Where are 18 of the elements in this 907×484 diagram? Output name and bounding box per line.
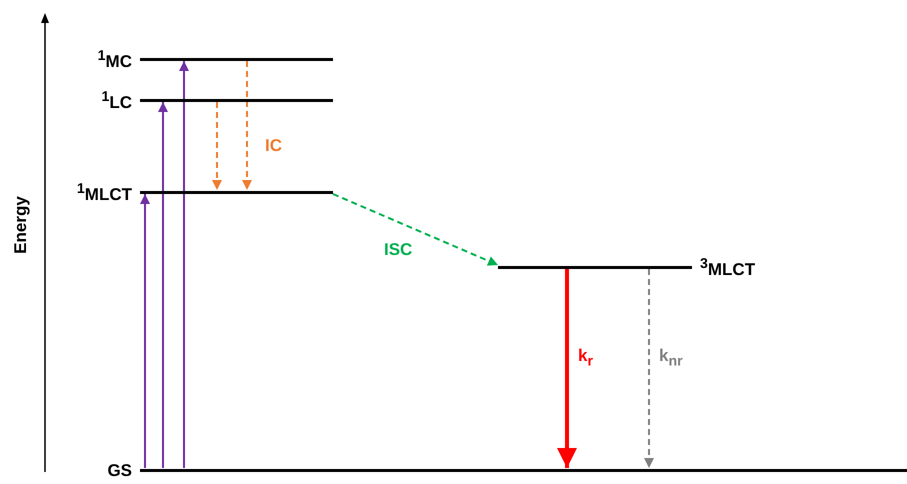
state-label: $^{1}$MLCT [76, 180, 132, 204]
state-label: $^{1}$LC [101, 88, 132, 112]
state-label: $^{3}$MLCT [700, 256, 756, 280]
arrow [140, 194, 150, 468]
arrow [242, 61, 252, 190]
edge-label: ISC [384, 240, 412, 260]
arrow [557, 269, 577, 468]
edge-label: IC [265, 136, 282, 156]
state-label: GS [107, 460, 132, 480]
arrow [644, 269, 654, 468]
state-label: $^{1}$MC [98, 48, 132, 72]
edge-label: k$_{nr}$ [659, 346, 683, 370]
arrow [179, 61, 189, 468]
arrow [332, 193, 498, 266]
axis-label: Energy [10, 196, 31, 254]
arrow [158, 102, 168, 468]
edge-label: k$_{r}$ [578, 346, 593, 370]
arrow [212, 102, 222, 190]
